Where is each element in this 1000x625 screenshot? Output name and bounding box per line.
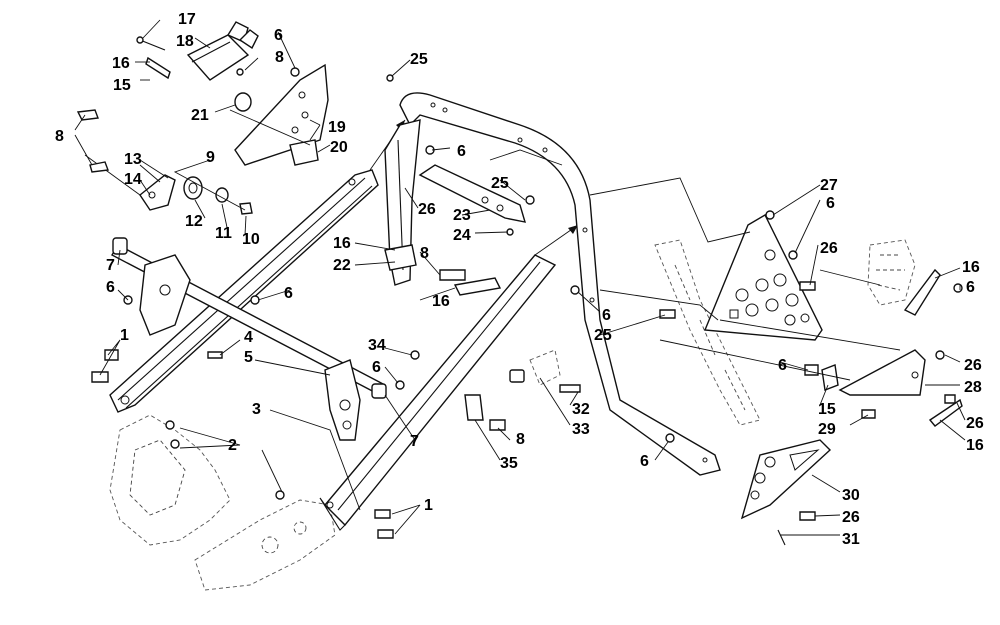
- callout-6: 6: [106, 279, 115, 296]
- callout-25: 25: [491, 175, 509, 192]
- callout-7: 7: [410, 433, 419, 450]
- cross-shaft: [111, 237, 387, 441]
- callout-8: 8: [275, 49, 284, 66]
- callout-8: 8: [55, 128, 64, 145]
- center-channel: [319, 224, 579, 531]
- callout-33: 33: [572, 421, 590, 438]
- callout-24: 24: [453, 227, 471, 244]
- callout-5: 5: [244, 349, 253, 366]
- bracket-28: [838, 349, 926, 396]
- callout-12: 12: [185, 213, 203, 230]
- callout-15: 15: [818, 401, 836, 418]
- callout-13: 13: [124, 151, 142, 168]
- long-tube-assembly: [109, 119, 406, 413]
- callout-21: 21: [191, 107, 209, 124]
- clamp-33: [509, 349, 561, 386]
- callout-17: 17: [178, 11, 196, 28]
- callout-15: 15: [113, 77, 131, 94]
- callout-16: 16: [112, 55, 130, 72]
- callout-6: 6: [457, 143, 466, 160]
- callout-19: 19: [328, 119, 346, 136]
- callout-18: 18: [176, 33, 194, 50]
- callout-1: 1: [120, 327, 129, 344]
- ghost-front-frame: [109, 414, 336, 591]
- callout-labels: 17 18 16 15 6 8 8 21 19 20 13 9 14 12 11…: [55, 11, 984, 548]
- callout-26: 26: [964, 357, 982, 374]
- callout-29: 29: [818, 421, 836, 438]
- callout-2: 2: [228, 437, 237, 454]
- mounting-plate-19: [234, 63, 329, 166]
- callout-34: 34: [368, 337, 386, 354]
- ghost-rear-bracket: [654, 239, 761, 426]
- callout-4: 4: [244, 329, 253, 346]
- callout-9: 9: [206, 149, 215, 166]
- callout-6: 6: [372, 359, 381, 376]
- bracket-assembly-upper-left: [84, 154, 253, 215]
- callout-20: 20: [330, 139, 348, 156]
- callout-26: 26: [966, 415, 984, 432]
- callout-23: 23: [453, 207, 471, 224]
- callout-32: 32: [572, 401, 590, 418]
- callout-6: 6: [966, 279, 975, 296]
- callout-31: 31: [842, 531, 860, 548]
- callout-35: 35: [500, 455, 518, 472]
- callout-26: 26: [842, 509, 860, 526]
- callout-3: 3: [252, 401, 261, 418]
- callout-6: 6: [274, 27, 283, 44]
- callout-6: 6: [778, 357, 787, 374]
- callout-7: 7: [106, 257, 115, 274]
- callout-26: 26: [820, 240, 838, 257]
- callout-14: 14: [124, 171, 142, 188]
- callout-30: 30: [842, 487, 860, 504]
- perforated-plate-27: [703, 214, 823, 341]
- callout-28: 28: [964, 379, 982, 396]
- callout-27: 27: [820, 177, 838, 194]
- callout-6: 6: [826, 195, 835, 212]
- callout-1: 1: [424, 497, 433, 514]
- callout-11: 11: [215, 225, 232, 242]
- bracket-23: [418, 164, 526, 223]
- callout-25: 25: [410, 51, 428, 68]
- callout-6: 6: [602, 307, 611, 324]
- callout-16: 16: [333, 235, 351, 252]
- callout-6: 6: [284, 285, 293, 302]
- plate-30: [740, 439, 832, 520]
- callout-8: 8: [516, 431, 525, 448]
- callout-16: 16: [962, 259, 980, 276]
- callout-10: 10: [242, 231, 260, 248]
- electrical-module: [186, 21, 259, 81]
- rear-hoop: [384, 92, 721, 476]
- callout-16: 16: [966, 437, 984, 454]
- ghost-right-component: [867, 239, 916, 306]
- callout-25: 25: [594, 327, 612, 344]
- callout-16: 16: [432, 293, 450, 310]
- callout-26: 26: [418, 201, 436, 218]
- callout-22: 22: [333, 257, 351, 274]
- callout-6: 6: [640, 453, 649, 470]
- callout-8: 8: [420, 245, 429, 262]
- fasteners: [76, 36, 963, 546]
- leader-lines: [74, 19, 966, 536]
